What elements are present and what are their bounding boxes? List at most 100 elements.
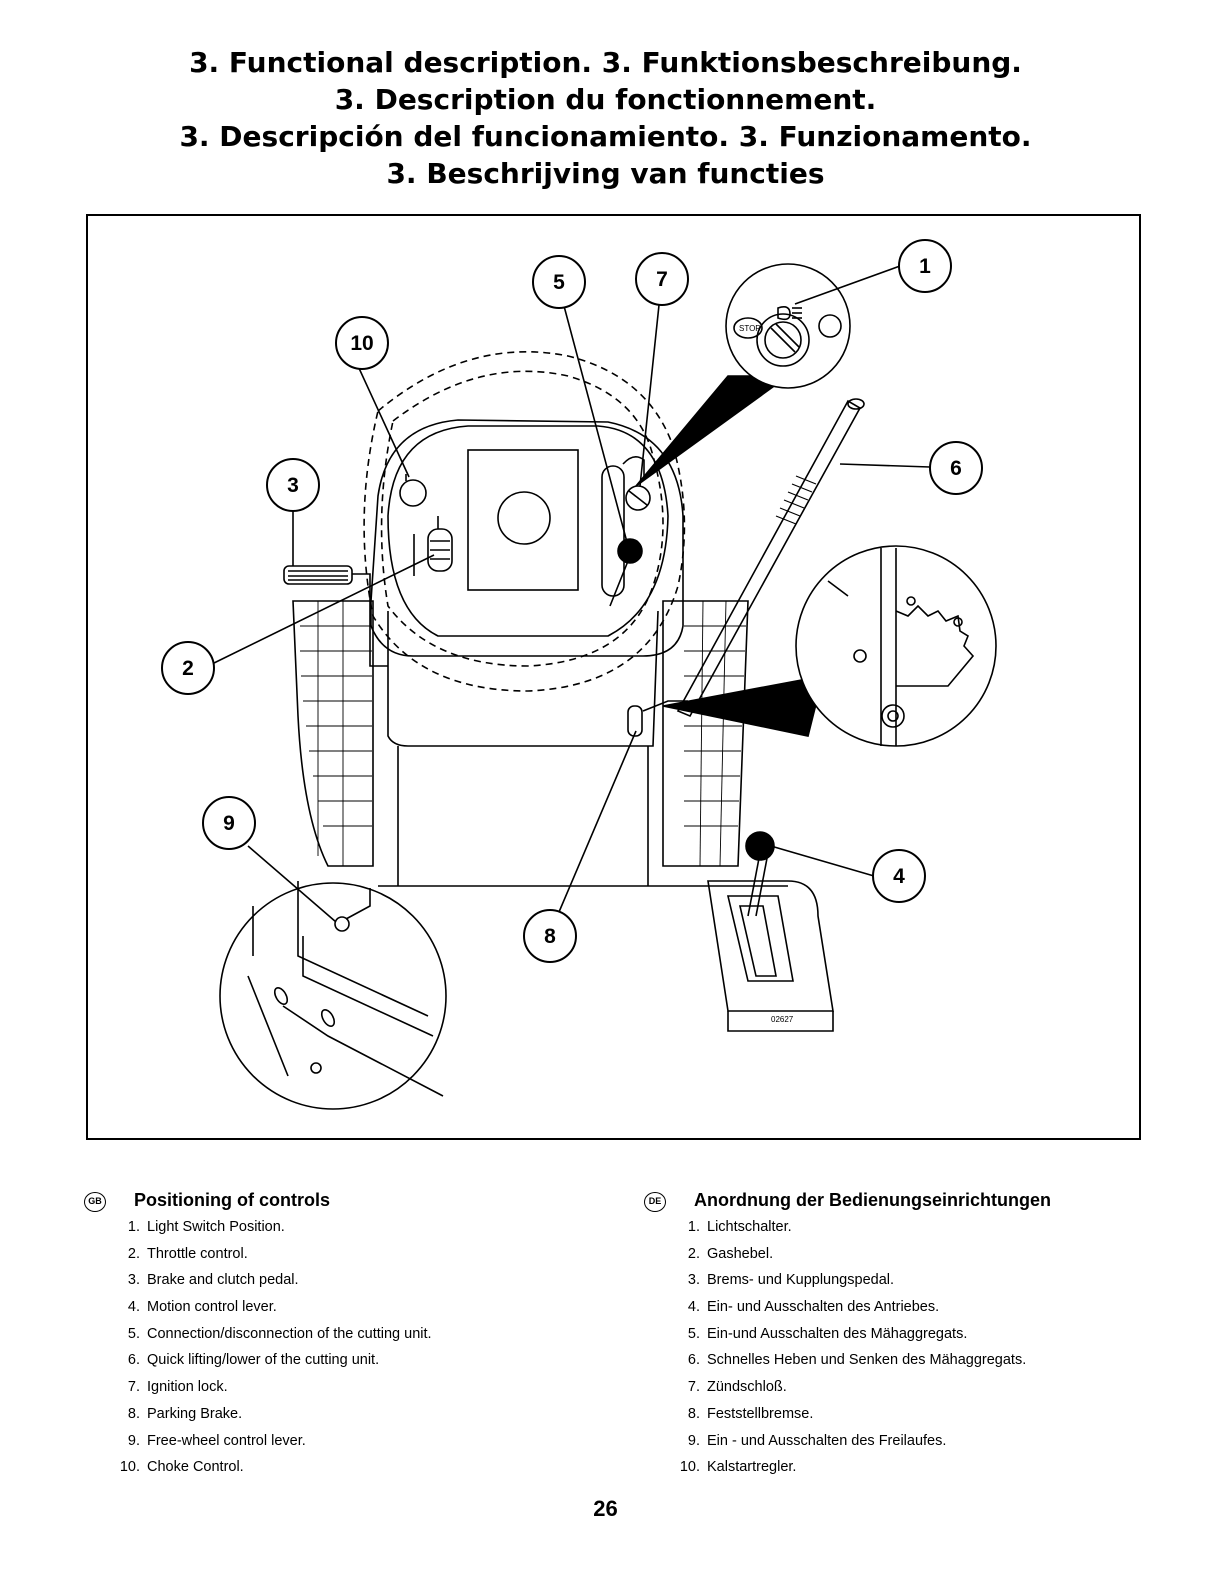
stop-icon (733, 317, 763, 339)
item-number: 9. (687, 1432, 700, 1449)
callout-6-circle (929, 441, 983, 495)
callout-9: 9 (223, 812, 235, 835)
item-text: Zündschloß. (707, 1379, 787, 1396)
legend-english: GB Positioning of controls 1.Light Switc… (84, 1190, 604, 1483)
callout-8: 8 (544, 925, 556, 948)
item-number: 10. (679, 1459, 700, 1476)
legend-german-list: 1.Lichtschalter. 2.Gashebel. 3.Brems- un… (644, 1216, 1164, 1483)
throttle-lever (427, 528, 453, 572)
item-text: Connection/disconnection of the cutting … (147, 1325, 432, 1342)
list-item: 8. Feststellbremse. (644, 1403, 1164, 1430)
list-item: 9. Ein - und Ausschalten des Freilaufes. (644, 1430, 1164, 1457)
item-text: Choke Control. (147, 1459, 244, 1476)
item-text: Parking Brake. (147, 1405, 243, 1422)
callout-2-circle (161, 641, 215, 695)
item-text: Ignition lock. (147, 1379, 228, 1396)
title-line-3: 3. Descripción del funcionamiento. 3. Fu… (179, 120, 1032, 153)
callout-1: 1 (919, 255, 931, 278)
right-mat (662, 600, 749, 867)
item-number: 1. (127, 1219, 140, 1235)
list-item: 10. Kalstartregler. (644, 1456, 1164, 1483)
callout-10-circle (335, 316, 389, 370)
leader-7 (639, 304, 660, 487)
item-text: Ein - und Ausschalten des Freilaufes. (707, 1432, 947, 1449)
drawing-code: 02627 (771, 1015, 794, 1024)
slot-hook (622, 456, 645, 478)
callout-7: 7 (656, 268, 668, 291)
callout-2: 2 (182, 657, 194, 680)
title-line-4: 3. Beschrijving van functies (386, 157, 825, 190)
stop-icon-text: STOP (739, 324, 761, 333)
callout-4: 4 (893, 865, 905, 888)
item-text: Ein-und Ausschalten des Mähaggregats. (707, 1325, 968, 1342)
fuel-gauge (497, 491, 551, 545)
item-number: 10. (119, 1459, 140, 1476)
callout-6: 6 (950, 457, 962, 480)
dashed-arc-outer (363, 351, 686, 692)
list-item: 9. Free-wheel control lever. (84, 1430, 604, 1457)
list-item: 2.Gashebel. (644, 1243, 1164, 1270)
list-item: 7. Zündschloß. (644, 1376, 1164, 1403)
item-text: Kalstartregler. (707, 1459, 797, 1476)
list-item: 8.Parking Brake. (84, 1403, 604, 1430)
title-line-1: 3. Functional description. 3. Funktionsb… (189, 46, 1022, 79)
item-text: Brake and clutch pedal. (147, 1272, 299, 1289)
list-item: 6.Quick lifting/lower of the cutting uni… (84, 1349, 604, 1376)
leader-1 (794, 265, 901, 305)
ignition-key (625, 485, 651, 511)
item-text: Ein- und Ausschalten des Antriebes. (707, 1299, 940, 1316)
leader-6 (839, 463, 931, 468)
callout-4-circle (872, 849, 926, 903)
freewheel-magnifier (219, 882, 447, 1110)
page-number: 26 (593, 1496, 618, 1521)
item-text: Free-wheel control lever. (147, 1432, 306, 1449)
list-item: 4. Ein- und Ausschalten des Antriebes. (644, 1296, 1164, 1323)
item-text: Throttle control. (147, 1245, 248, 1262)
list-item: 6. Schnelles Heben und Senken des Mähaggr… (644, 1349, 1164, 1376)
item-number: 7. (127, 1379, 140, 1396)
choke-knob (399, 479, 427, 507)
callout-8-circle (523, 909, 577, 963)
leader-10 (357, 365, 410, 478)
legend-german-header: DE Anordnung der Bedienungseinrichtungen (644, 1190, 1164, 1216)
item-text: Gashebel. (707, 1245, 774, 1262)
ignition-pointer (635, 375, 791, 487)
start-icon (818, 314, 842, 338)
leader-2 (211, 554, 435, 665)
list-item: 3.Brems- und Kupplungspedal. (644, 1269, 1164, 1296)
list-item: 5.Connection/disconnection of the cuttin… (84, 1323, 604, 1350)
legend-english-list: 1.Light Switch Position. 2.Throttle cont… (84, 1216, 604, 1483)
item-text: Motion control lever. (147, 1299, 277, 1316)
item-number: 6. (687, 1352, 700, 1369)
legend-german-title: Anordnung der Bedienungseinrichtungen (694, 1190, 1051, 1210)
item-number: 5. (687, 1325, 700, 1342)
item-text: Schnelles Heben und Senken des Mähaggreg… (707, 1352, 1027, 1369)
item-text: Brems- und Kupplungspedal. (707, 1272, 895, 1289)
motion-control-knob (745, 831, 775, 861)
freewheel-knob (334, 916, 350, 932)
light-icon (777, 306, 791, 321)
item-text: Feststellbremse. (707, 1405, 814, 1422)
controls-illustration: STOP (86, 214, 1141, 1140)
cutting-lever-knob (617, 538, 643, 564)
legend-english-header: GB Positioning of controls (84, 1190, 604, 1216)
leader-8 (558, 730, 637, 913)
leader-9 (247, 845, 337, 923)
item-number: 3. (127, 1272, 140, 1289)
item-number: 4. (127, 1299, 140, 1316)
page-header: 3. Functional description. 3. Funktionsb… (0, 44, 1211, 192)
item-number: 8. (687, 1405, 700, 1422)
parking-brake-lever (627, 705, 643, 737)
title-line-2: 3. Description du fonctionnement. (334, 83, 877, 116)
dashboard-panel (387, 425, 669, 637)
gb-flag-icon: GB (84, 1192, 106, 1212)
list-item: 4. Motion control lever. (84, 1296, 604, 1323)
list-item: 1.Lichtschalter. (644, 1216, 1164, 1243)
item-number: 6. (127, 1352, 140, 1369)
item-number: 7. (687, 1379, 700, 1396)
motion-control-base (707, 880, 834, 1012)
dashed-arc-inner (380, 370, 664, 667)
item-number: 9. (127, 1432, 140, 1449)
item-number: 4. (687, 1299, 700, 1316)
list-item: 3. Brake and clutch pedal. (84, 1269, 604, 1296)
